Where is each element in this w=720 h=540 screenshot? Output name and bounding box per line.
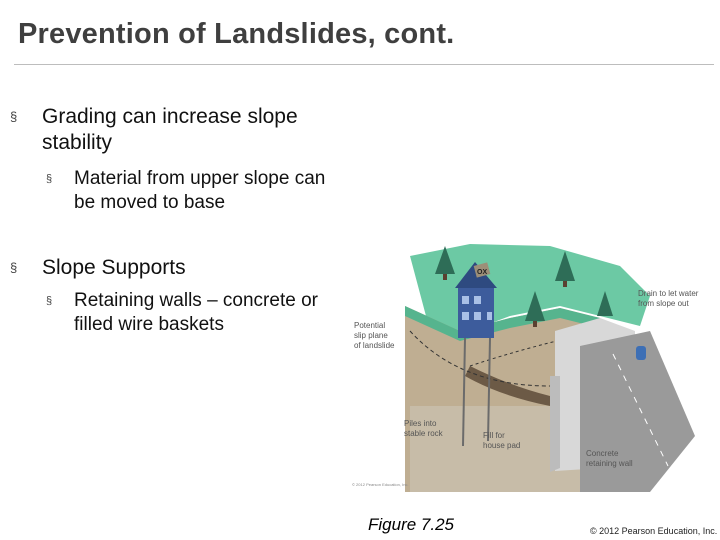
house-sign-text: OX: [477, 269, 487, 276]
fill-house-pad: [465, 366, 550, 406]
label-line: retaining wall: [586, 459, 633, 468]
house-icon: OX: [455, 262, 497, 338]
bullet-text: Slope Supports: [42, 256, 186, 279]
label-line: from slope out: [638, 299, 689, 308]
bullet-marker: §: [10, 260, 18, 275]
landslide-prevention-figure: OX Potential slip plane of landslide Dra…: [350, 236, 712, 492]
label-line: stable rock: [404, 429, 444, 438]
label-potential-slip-plane: Potential slip plane of landslide: [354, 321, 395, 350]
label-line: slip plane: [354, 331, 388, 340]
drain-line: [469, 330, 601, 367]
label-line: Concrete: [586, 449, 619, 458]
label-line: house pad: [483, 441, 520, 450]
label-drain: Drain to let water from slope out: [638, 289, 699, 308]
road: [580, 331, 695, 492]
wall-face: [550, 376, 560, 472]
label-line: Potential: [354, 321, 385, 330]
label-concrete-wall: Concrete retaining wall: [586, 449, 633, 468]
slide-title: Prevention of Landslides, cont.: [18, 18, 455, 50]
label-line: Drain to let water: [638, 289, 699, 298]
tree-icon: [597, 291, 613, 316]
grass-edge: [405, 306, 600, 341]
tree-icon: [525, 291, 545, 327]
label-piles: Piles into stable rock: [404, 419, 444, 438]
bullet-slope-supports: § Slope Supports: [10, 255, 350, 281]
subbullet-material: § Material from upper slope can be moved…: [46, 167, 346, 215]
subbullet-text: Retaining walls – concrete or filled wir…: [74, 290, 318, 335]
label-line: of landslide: [354, 341, 395, 350]
label-line: Piles into: [404, 419, 437, 428]
bullet-marker: §: [46, 295, 53, 307]
pile: [462, 337, 466, 447]
label-fill: Fill for house pad: [483, 431, 520, 450]
label-line: Fill for: [483, 431, 505, 440]
bullet-marker: §: [10, 109, 18, 124]
title-divider: [14, 64, 714, 65]
road-lane-line: [612, 353, 669, 467]
subbullet-retaining-walls: § Retaining walls – concrete or filled w…: [46, 289, 346, 337]
slip-plane-line: [409, 330, 551, 387]
tree-icon: [555, 251, 575, 287]
car-icon: [636, 346, 646, 360]
figure-caption: Figure 7.25: [368, 515, 454, 534]
bullet-grading: § Grading can increase slope stability: [10, 104, 350, 156]
figure-credit: © 2012 Pearson Education, Inc.: [352, 482, 409, 487]
bullet-marker: §: [46, 173, 53, 185]
copyright-notice: © 2012 Pearson Education, Inc.: [590, 526, 718, 536]
pile: [487, 337, 491, 442]
bullet-text: Grading can increase slope stability: [42, 105, 298, 154]
tree-icon: [435, 246, 455, 280]
subbullet-text: Material from upper slope can be moved t…: [74, 168, 326, 213]
